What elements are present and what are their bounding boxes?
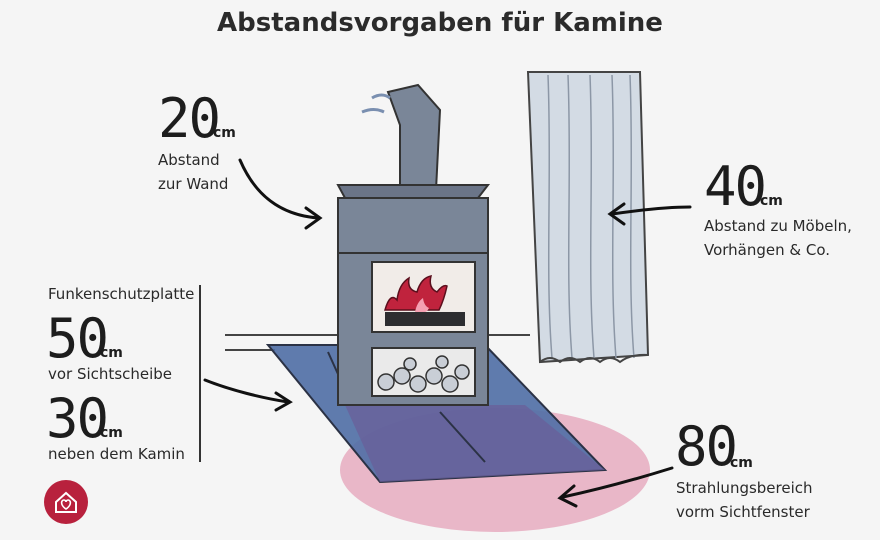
furniture-distance-label-1: Abstand zu Möbeln, [704,217,852,235]
radiation-label-2: vorm Sichtfenster [676,503,810,521]
spark-plate-front-unit: cm [100,345,123,361]
radiation-distance-unit: cm [730,455,753,471]
page-title: Abstandsvorgaben für Kamine [217,8,663,38]
furniture-distance-value: 40 [704,155,767,218]
spark-plate-side-value: 30 [46,387,109,450]
wall-distance-label-2: zur Wand [158,175,229,193]
wall-distance-unit: cm [213,125,236,141]
plate-front-overlap [345,405,605,482]
stove-pipe [361,83,442,191]
spark-plate-heading: Funkenschutzplatte [48,285,195,303]
radiation-label-1: Strahlungsbereich [676,479,813,497]
stove-illustration [336,184,491,406]
curtain-illustration [526,71,650,364]
spark-plate-front-label: vor Sichtscheibe [48,365,173,383]
fire-icon [384,275,448,311]
wall-distance-value: 20 [158,87,221,150]
spark-plate-front-value: 50 [46,307,109,370]
furniture-distance-label-2: Vorhängen & Co. [704,241,831,259]
furniture-distance-unit: cm [760,193,783,209]
arrow-icon [203,158,692,508]
house-heart-logo-icon [44,480,88,524]
spark-plate-side-label: neben dem Kamin [48,445,185,463]
spark-plate-side-unit: cm [100,425,123,441]
radiation-distance-value: 80 [675,415,738,478]
wall-distance-label-1: Abstand [158,151,220,169]
